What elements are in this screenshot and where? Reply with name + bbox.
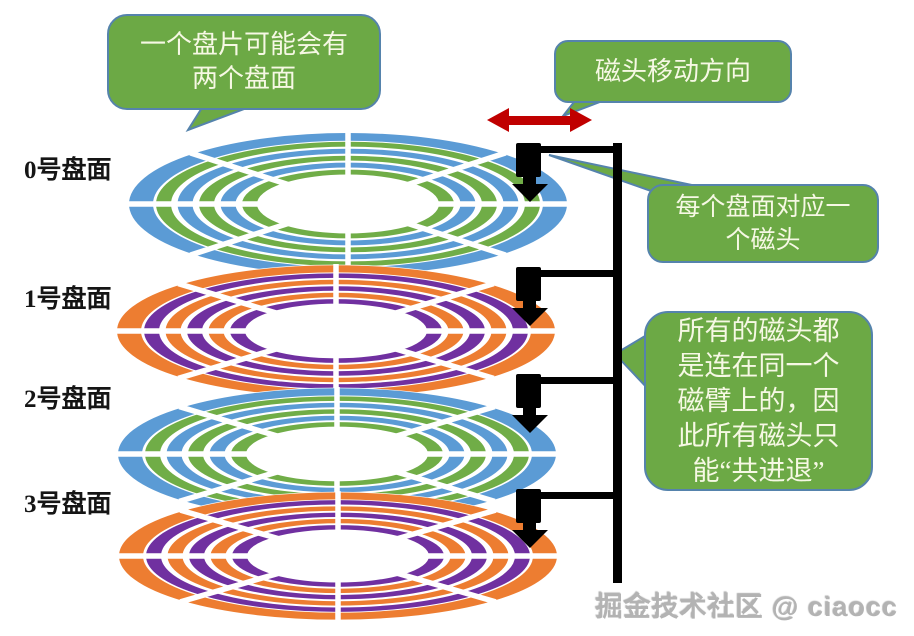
sector-divider <box>178 284 288 317</box>
move-arrow-layer <box>487 108 592 132</box>
head-1 <box>512 267 622 326</box>
head-arrow-stem <box>523 176 536 185</box>
platter-surface-3 <box>115 491 561 621</box>
sector-divider <box>386 570 496 602</box>
head-arrow-stem <box>523 300 536 309</box>
sector-divider <box>396 220 506 256</box>
actuator-arm <box>613 143 622 583</box>
head-2 <box>512 374 622 433</box>
spindle-hole <box>262 533 414 579</box>
sector-divider <box>190 220 300 256</box>
arrow-shaft <box>503 116 576 125</box>
callout-head-per-surface: 每个盘面对应一 个磁头 <box>647 184 879 263</box>
spindle-hole <box>260 308 412 354</box>
head-0 <box>512 143 622 202</box>
head-arm-link <box>538 146 622 153</box>
arrow-right-tip <box>570 108 592 132</box>
head-arrow-stem <box>523 407 536 416</box>
callout-head-direction: 磁头移动方向 <box>554 40 792 103</box>
spindle-hole <box>261 431 413 477</box>
sector-divider <box>180 570 290 602</box>
sector-divider <box>396 153 506 189</box>
surface-label-2: 2号盘面 <box>24 386 112 413</box>
platters-layer <box>113 132 571 621</box>
head-arrow-tip <box>512 308 548 326</box>
head-arm-link <box>538 492 622 499</box>
sector-divider <box>178 345 288 378</box>
sector-divider <box>179 468 289 501</box>
sector-divider <box>179 407 289 440</box>
arrow-left-tip <box>487 108 509 132</box>
platter-surface-0 <box>125 132 571 277</box>
callout-platter-note: 一个盘片可能会有 两个盘面 <box>107 14 381 110</box>
surface-label-1: 1号盘面 <box>24 286 112 313</box>
head-arrow-stem <box>523 522 536 531</box>
watermark: 掘金技术社区 @ ciaocc <box>595 592 898 622</box>
head-slider <box>516 374 541 408</box>
head-move-arrow <box>487 108 592 132</box>
spindle-hole <box>272 179 424 229</box>
head-slider <box>516 267 541 301</box>
head-arrow-tip <box>512 530 548 548</box>
head-arrow-tip <box>512 415 548 433</box>
platter-surface-1 <box>113 264 559 398</box>
head-arm-link <box>538 270 622 277</box>
head-3 <box>512 489 622 548</box>
head-slider <box>516 489 541 523</box>
sector-divider <box>180 510 290 542</box>
callout-arm-note: 所有的磁头都 是连在同一个 磁臂上的，因 此所有磁头只 能“共进退” <box>644 311 873 491</box>
head-arrow-tip <box>512 184 548 202</box>
actuator-arm-layer <box>512 143 622 583</box>
surface-label-0: 0号盘面 <box>24 157 112 184</box>
head-slider <box>516 143 541 177</box>
sector-divider <box>190 153 300 189</box>
head-arm-link <box>538 377 622 384</box>
sector-divider <box>384 345 494 378</box>
sector-divider <box>384 284 494 317</box>
sector-divider <box>386 510 496 542</box>
platter-surface-2 <box>114 387 560 521</box>
sector-divider <box>385 468 495 501</box>
sector-divider <box>385 407 495 440</box>
surface-label-3: 3号盘面 <box>24 491 112 518</box>
